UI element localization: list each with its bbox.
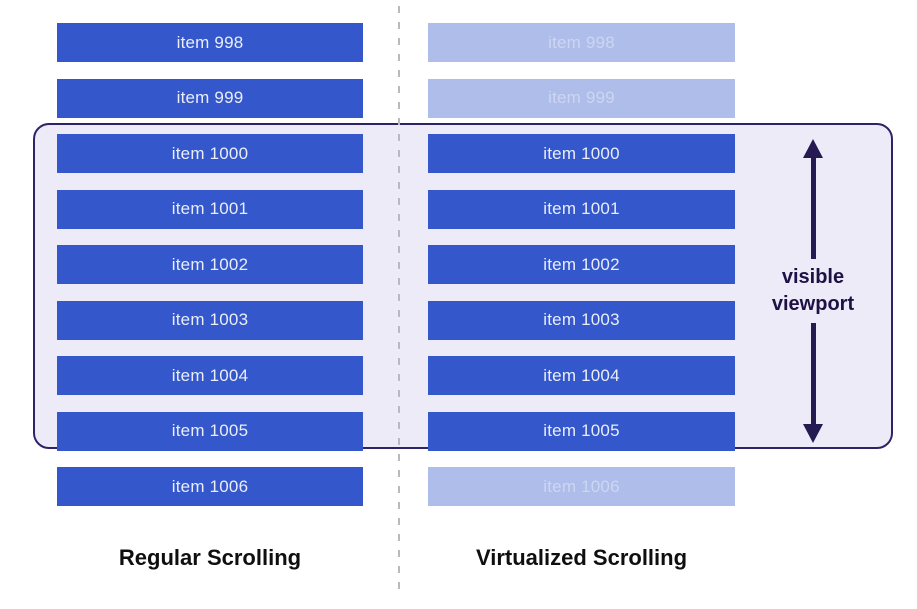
list-item: item 1006: [57, 467, 363, 506]
list-item: item 1001: [57, 189, 363, 229]
arrowhead-down-icon: [803, 424, 823, 443]
regular-scrolling-label: Regular Scrolling: [118, 545, 302, 570]
viewport-label: visible viewport: [771, 266, 855, 315]
list-item: item 1000: [428, 134, 735, 173]
list-item: item 1000: [57, 134, 363, 173]
list-item: item 1006: [428, 467, 735, 506]
list-item: item 1003: [57, 300, 363, 340]
list-item: item 998: [57, 23, 363, 62]
list-item: item 1005: [57, 411, 363, 451]
list-item: item 1004: [428, 356, 735, 395]
list-item: item 1002: [57, 245, 363, 284]
list-item: item 998: [428, 23, 735, 62]
list-item: item 999: [428, 78, 735, 118]
virtualized-scrolling-label: Virtualized Scrolling: [475, 545, 688, 570]
list-item: item 999: [57, 78, 363, 118]
list-item: item 1004: [57, 356, 363, 395]
column-divider: [398, 6, 400, 590]
viewport-extent-arrow: visible viewport: [763, 139, 863, 443]
arrow-shaft-top: [810, 158, 816, 259]
list-item: item 1003: [428, 300, 735, 340]
arrow-shaft-bottom: [810, 323, 816, 424]
virtualized-scrolling-list: item 998 item 999 item 1000 item 1001 item 1…: [428, 23, 735, 506]
list-item: item 1002: [428, 245, 735, 284]
regular-scrolling-list: item 998 item 999 item 1000 item 1001 item 1…: [57, 23, 363, 506]
list-item: item 1005: [428, 411, 735, 451]
list-item: item 1001: [428, 189, 735, 229]
arrowhead-up-icon: [803, 139, 823, 158]
